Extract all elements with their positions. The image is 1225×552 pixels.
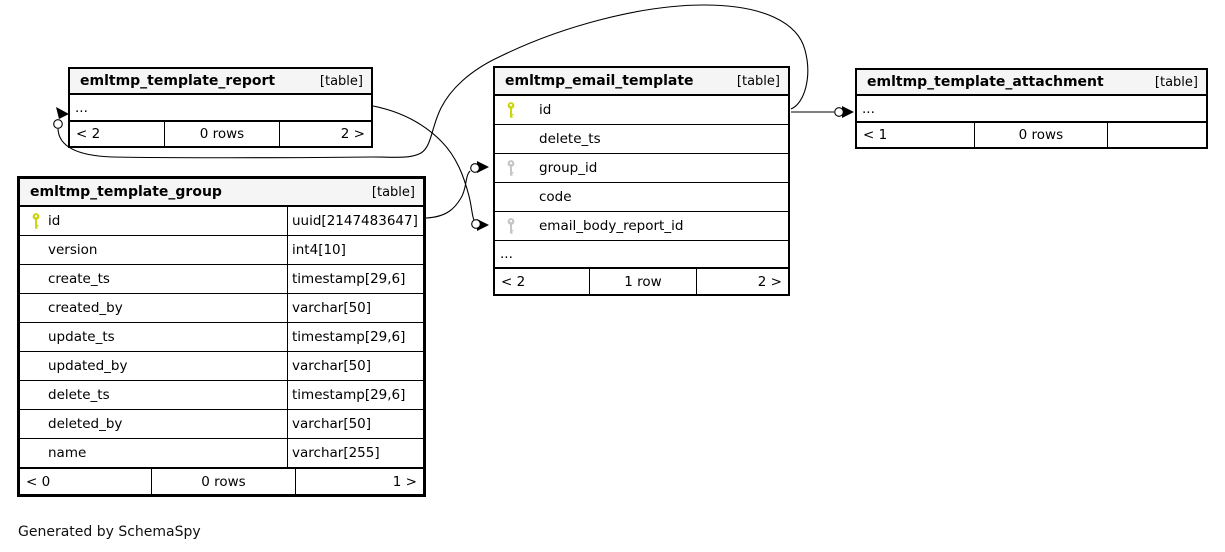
column-type: uuid[2147483647] [287, 207, 423, 235]
edge-arrowhead-icon [477, 161, 489, 173]
column-type: varchar[50] [287, 352, 423, 380]
column-name: ... [500, 246, 513, 262]
column-row-create-ts[interactable]: create_ts timestamp[29,6] [20, 265, 423, 294]
column-row-code[interactable]: code [495, 183, 788, 212]
table-header-emltmp-template-report[interactable]: emltmp_template_report [table] [70, 69, 371, 95]
column-name: version [48, 242, 98, 258]
column-type: timestamp[29,6] [287, 265, 423, 293]
generator-note: Generated by SchemaSpy [18, 524, 201, 540]
column-name: updated_by [48, 358, 128, 374]
table-type-badge: [table] [319, 73, 363, 89]
table-title[interactable]: emltmp_template_report [80, 73, 276, 89]
column-row-version[interactable]: version int4[10] [20, 236, 423, 265]
edge-circle-icon [470, 163, 480, 173]
column-name: ... [862, 100, 875, 117]
footer-row-count: 0 rows [151, 469, 295, 494]
column-row-email-body-report-id[interactable]: email_body_report_id [495, 212, 788, 241]
relationship-edge-emltmp-template-group-id-to-emltmp-email-template-group-id [425, 161, 489, 219]
column-type: int4[10] [287, 236, 423, 264]
footer-row-count: 1 row [588, 269, 696, 294]
column-name: create_ts [48, 271, 110, 287]
column-name: update_ts [48, 329, 115, 345]
table-emltmp-template-group: emltmp_template_group [table] id uuid[21474… [17, 176, 426, 497]
edge-arrowhead-icon [477, 219, 489, 231]
collapsed-columns-row: ... [70, 95, 371, 121]
column-row-delete-ts[interactable]: delete_ts [495, 125, 788, 154]
column-row-updated-by[interactable]: updated_by varchar[50] [20, 352, 423, 381]
primary-key-icon [506, 102, 516, 119]
table-title[interactable]: emltmp_template_attachment [867, 74, 1104, 90]
collapsed-columns-row: ... [857, 96, 1206, 122]
table-emltmp-template-report: emltmp_template_report [table]... < 2 0 row… [68, 67, 373, 148]
table-header-emltmp-email-template[interactable]: emltmp_email_template [table] [495, 68, 788, 96]
table-type-badge: [table] [371, 184, 415, 200]
table-footer: < 1 0 rows [857, 122, 1206, 147]
foreign-key-icon [506, 160, 516, 177]
table-header-emltmp-template-attachment[interactable]: emltmp_template_attachment [table] [857, 70, 1206, 96]
column-name: created_by [48, 300, 123, 316]
column-row-deleted-by[interactable]: deleted_by varchar[50] [20, 410, 423, 439]
footer-implied-degree: < 1 [863, 127, 888, 143]
table-header-emltmp-template-group[interactable]: emltmp_template_group [table] [20, 179, 423, 207]
footer-row-count: 0 rows [163, 122, 279, 146]
column-name: name [48, 445, 87, 461]
column-name: id [48, 213, 61, 229]
footer-implied-degree: < 2 [76, 126, 101, 142]
footer-related-degree [1107, 123, 1206, 147]
relationship-edge-emltmp-email-template-id-to-emltmp-template-attachment [791, 106, 854, 118]
edge-arrowhead-icon [842, 106, 854, 118]
foreign-key-icon [506, 218, 516, 235]
footer-related-degree: 2 > [696, 269, 788, 294]
table-type-badge: [table] [1154, 74, 1198, 90]
edge-circle-icon [53, 119, 63, 129]
column-name: delete_ts [48, 387, 110, 403]
column-name: code [539, 189, 572, 205]
footer-related-degree: 1 > [294, 469, 423, 494]
column-type: timestamp[29,6] [287, 323, 423, 351]
column-type: varchar[50] [287, 294, 423, 322]
column-name: delete_ts [539, 131, 601, 147]
column-type: varchar[255] [287, 439, 423, 467]
edge-circle-icon [471, 219, 481, 229]
table-emltmp-template-attachment: emltmp_template_attachment [table]... < 1 0… [855, 68, 1208, 149]
footer-row-count: 0 rows [973, 123, 1107, 147]
table-title[interactable]: emltmp_template_group [30, 184, 222, 200]
column-row-id[interactable]: id uuid[2147483647] [20, 207, 423, 236]
column-name: email_body_report_id [539, 218, 684, 234]
column-name: ... [75, 99, 88, 116]
column-type: timestamp[29,6] [287, 381, 423, 409]
footer-implied-degree: < 0 [26, 473, 51, 490]
table-title[interactable]: emltmp_email_template [505, 73, 694, 89]
column-name: id [539, 102, 552, 118]
column-row-group-id[interactable]: group_id [495, 154, 788, 183]
column-name: deleted_by [48, 416, 123, 432]
column-row-created-by[interactable]: created_by varchar[50] [20, 294, 423, 323]
table-type-badge: [table] [736, 73, 780, 89]
primary-key-icon [31, 213, 41, 230]
column-row-update-ts[interactable]: update_ts timestamp[29,6] [20, 323, 423, 352]
column-name: group_id [539, 160, 598, 176]
column-type: varchar[50] [287, 410, 423, 438]
column-row-id[interactable]: id [495, 96, 788, 125]
edge-circle-icon [834, 107, 844, 117]
column-row-delete-ts[interactable]: delete_ts timestamp[29,6] [20, 381, 423, 410]
collapsed-columns-row: ... [495, 241, 788, 268]
column-row-name[interactable]: name varchar[255] [20, 439, 423, 468]
footer-implied-degree: < 2 [501, 273, 526, 290]
footer-related-degree: 2 > [279, 122, 371, 146]
